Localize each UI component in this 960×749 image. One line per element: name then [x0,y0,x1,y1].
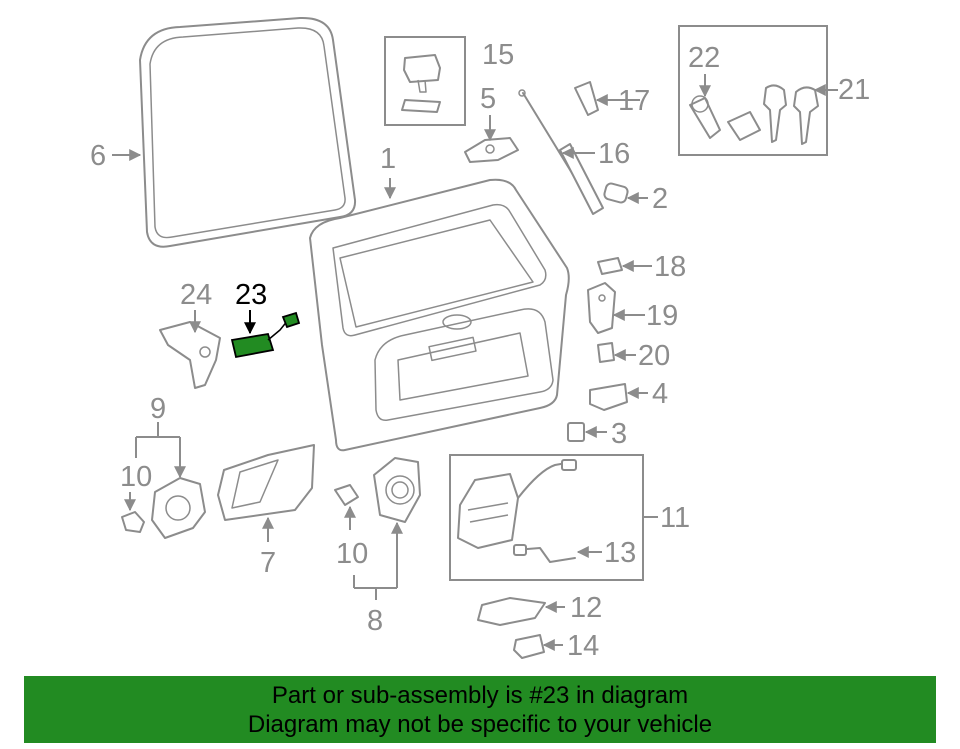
parts-diagram: 1 2 3 4 5 6 7 8 9 10 10 11 12 13 14 15 1… [90,16,870,662]
part-21-lock-set [689,84,819,145]
callout-7: 7 [260,547,276,579]
part-7-trim [217,444,315,521]
callout-12: 12 [570,592,602,624]
part-12-pad [477,597,546,626]
part-9-cover [151,477,206,539]
part-23-highlighted [230,311,301,359]
part-14-cover [513,634,545,659]
callout-17: 17 [618,85,650,117]
part-16-lift-support [518,89,604,215]
callout-labels: 1 2 3 4 5 6 7 8 9 10 10 11 12 13 14 15 1… [90,39,870,662]
part-8-cover [373,457,421,523]
callout-3: 3 [611,418,627,450]
callout-23: 23 [235,279,267,311]
callout-9: 9 [150,393,166,425]
callout-19: 19 [646,300,678,332]
banner-line-1: Part or sub-assembly is #23 in diagram [271,682,689,709]
banner-line-2: Diagram may not be specific to your vehi… [247,711,713,738]
callout-13: 13 [604,537,636,569]
part-4-cover [589,383,628,411]
part-5-bracket [464,137,519,163]
info-banner: Part or sub-assembly is #23 in diagram D… [24,676,936,743]
callout-15: 15 [482,39,514,71]
callout-4: 4 [652,378,668,410]
callout-16: 16 [598,138,630,170]
part-20-cushion [597,342,615,363]
part-10-clip-center [334,484,359,506]
callout-6: 6 [90,140,106,172]
callout-11: 11 [660,502,690,534]
callout-24: 24 [180,279,212,311]
callout-2: 2 [652,183,668,215]
part-10-clip-left [121,511,145,533]
callout-5: 5 [480,83,496,115]
leader-lines [112,74,838,651]
callout-18: 18 [654,251,686,283]
part-18-bolt [597,257,623,275]
part-24-bracket [159,321,221,389]
part-1-back-door [309,178,570,452]
callout-10-left: 10 [120,461,152,493]
part-17-clip [574,81,599,116]
part-3-pad [567,422,585,442]
part-15-hinge [401,54,441,113]
callout-20: 20 [638,340,670,372]
part-6-weatherstrip [139,16,357,248]
part-11-lock-assembly [457,459,577,563]
callout-21: 21 [838,74,870,106]
callout-1: 1 [380,143,396,175]
callout-8: 8 [367,605,383,637]
callout-14: 14 [567,630,599,662]
part-2-bumper [603,182,629,204]
part-15-box [384,36,466,126]
callout-10-center: 10 [336,538,368,570]
callout-22: 22 [688,42,720,74]
part-19-striker [587,282,616,334]
